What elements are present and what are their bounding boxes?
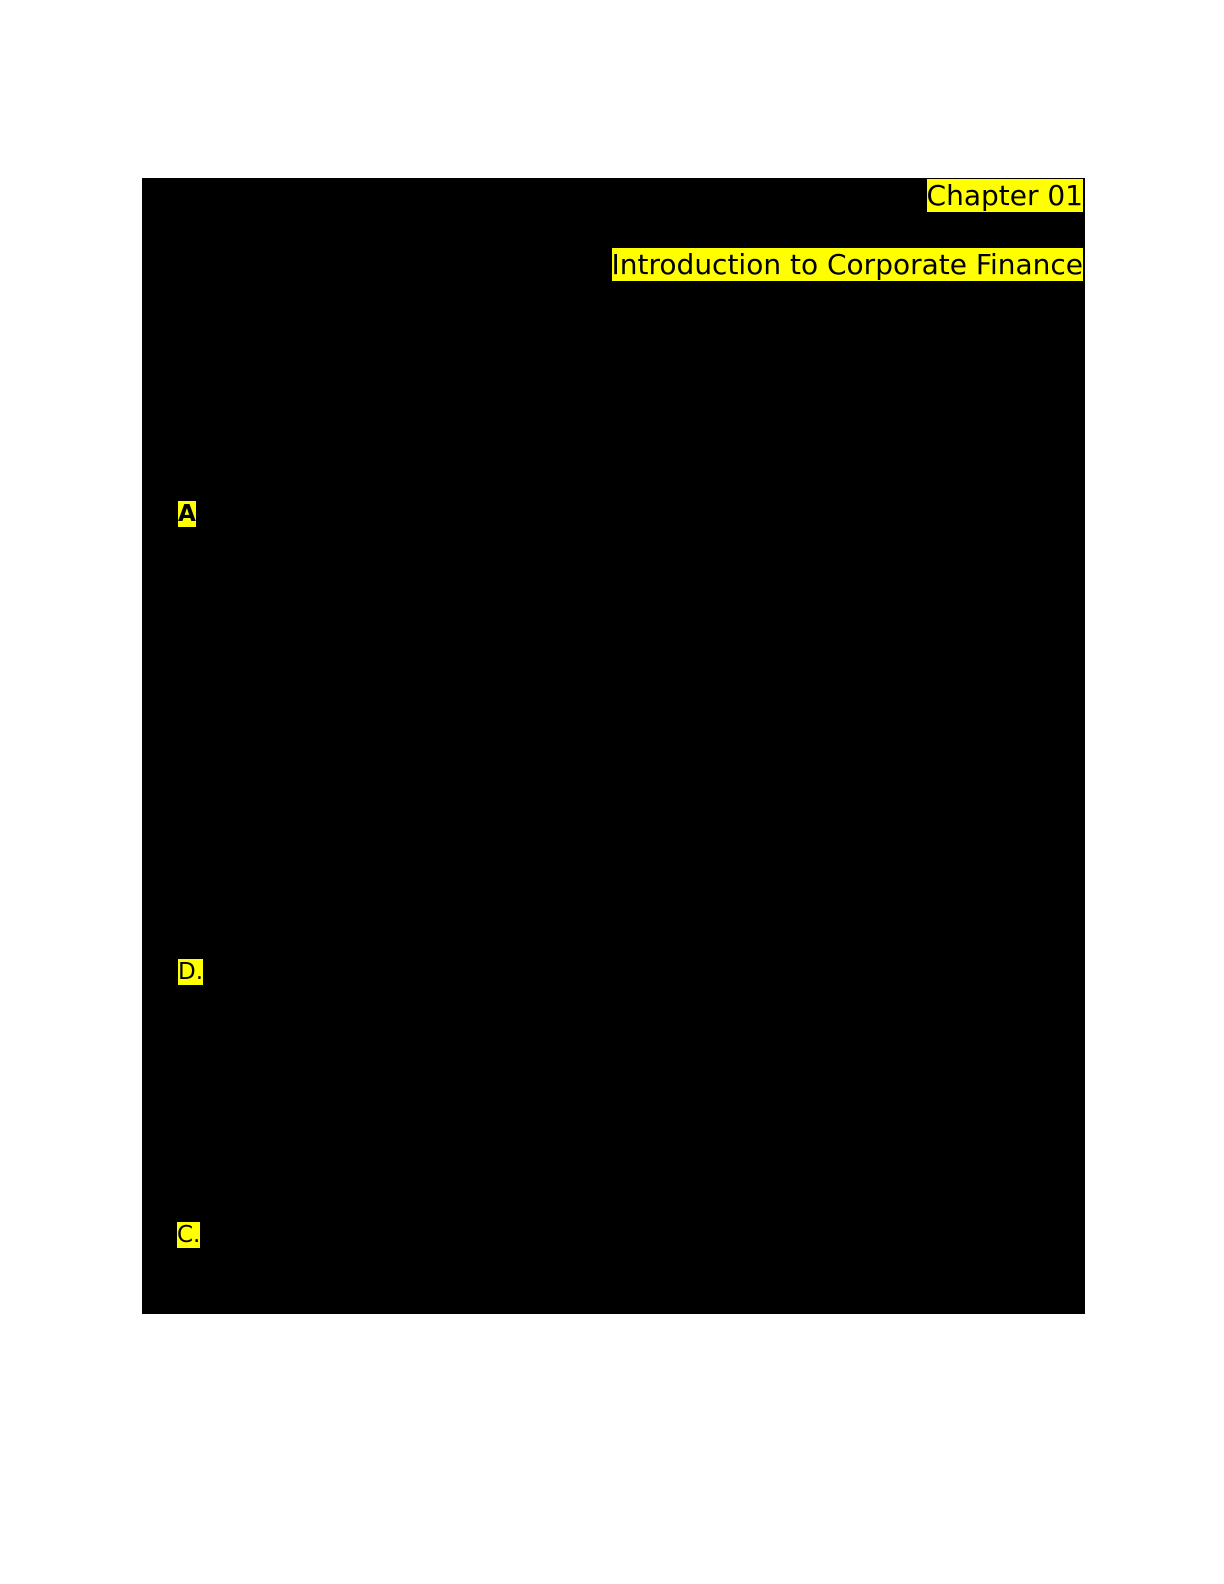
chapter-label-highlight: Chapter 01	[926, 179, 1083, 212]
document-content-area: Chapter 01 Introduction to Corporate Fin…	[142, 178, 1085, 1314]
highlighted-answer-c: C.	[177, 1222, 201, 1248]
document-title-highlight: Introduction to Corporate Finance	[611, 248, 1083, 281]
highlighted-answer-a: A	[178, 501, 196, 527]
highlighted-answer-d: D.	[178, 959, 204, 985]
document-title-line: Introduction to Corporate Finance	[611, 248, 1083, 281]
chapter-heading-line: Chapter 01	[926, 179, 1083, 212]
